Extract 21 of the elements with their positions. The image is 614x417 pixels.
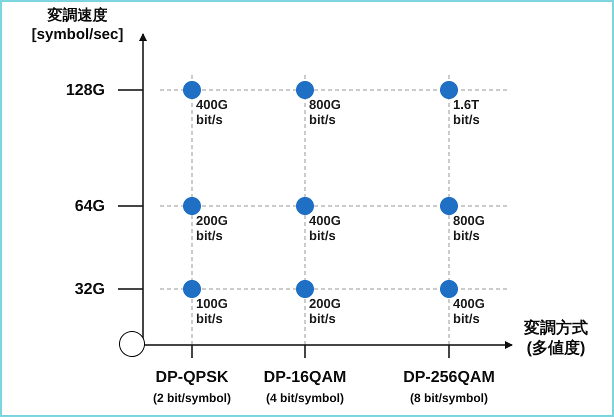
- origin-circle: [119, 331, 145, 357]
- category-label: DP-256QAM: [402, 368, 496, 388]
- data-point-dot: [183, 197, 201, 215]
- data-point-dot: [440, 280, 458, 298]
- tick-label: 64G: [74, 197, 105, 217]
- data-point-dot: [183, 81, 201, 99]
- tick-label: 32G: [74, 280, 105, 300]
- data-point-dot: [183, 280, 201, 298]
- data-point-dot: [296, 280, 314, 298]
- axis-title: 変調方式 (多値度): [523, 319, 589, 359]
- axis-title: 変調速度 [symbol/sec]: [30, 6, 124, 44]
- category-subtitle: (4 bit/symbol): [264, 390, 345, 406]
- category-label: DP-QPSK: [154, 368, 230, 388]
- category-subtitle: (2 bit/symbol): [152, 390, 232, 406]
- data-point-dot: [440, 197, 458, 215]
- category-subtitle: (8 bit/symbol): [408, 390, 489, 406]
- data-point-dot: [296, 197, 314, 215]
- data-point-dot: [296, 81, 314, 99]
- category-label: DP-16QAM: [262, 368, 348, 388]
- data-point-dot: [440, 81, 458, 99]
- tick-label: 128G: [64, 81, 105, 101]
